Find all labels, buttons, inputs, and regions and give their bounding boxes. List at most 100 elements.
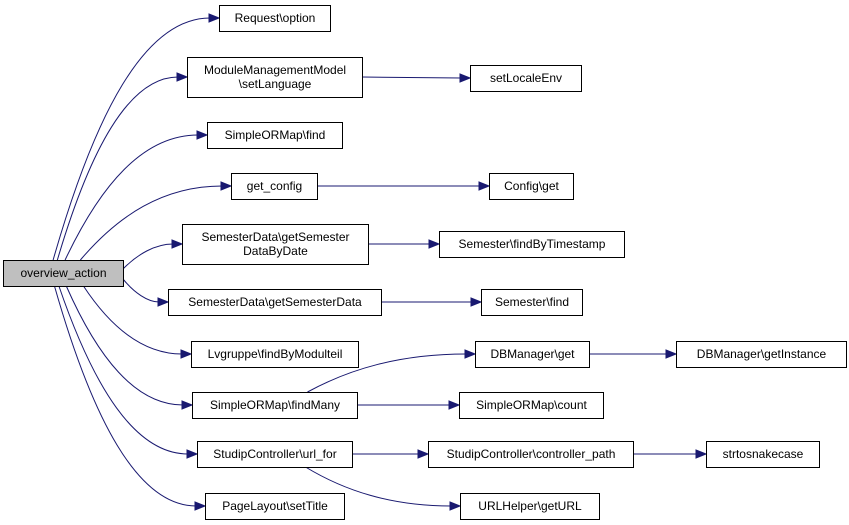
node-box (192, 392, 358, 419)
node-sc-url-for[interactable]: StudipController\url_for (197, 441, 353, 468)
node-strtosnakecase[interactable]: strtosnakecase (706, 441, 820, 468)
node-label: StudipController\url_for (213, 447, 336, 461)
node-dbmanager-getinstance[interactable]: DBManager\getInstance (676, 341, 847, 368)
edge-dbmanager-get-to-dbmanager-getinstance (589, 349, 678, 359)
edge-line (56, 76, 179, 261)
node-semester-find[interactable]: Semester\find (481, 289, 583, 316)
node-box (191, 341, 359, 368)
node-sc-controller-path[interactable]: StudipController\controller_path (428, 441, 634, 468)
edge-overview-action-to-sc-url-for (58, 285, 199, 459)
node-box (676, 341, 847, 368)
edge-overview-action-to-lvgruppe-findbymodulteil (83, 285, 193, 359)
node-overview-action[interactable]: overview_action (3, 260, 124, 287)
arrowhead-icon (196, 130, 209, 140)
arrowhead-icon (208, 13, 221, 23)
node-box (481, 289, 583, 316)
node-mmm-setlanguage[interactable]: ModuleManagementModel\setLanguage (187, 57, 363, 98)
node-sorm-count[interactable]: SimpleORMap\count (459, 392, 604, 419)
edge-sc-url-for-to-urlhelper-geturl (305, 466, 462, 511)
node-label: SimpleORMap\findMany (210, 398, 340, 412)
node-box (182, 224, 369, 265)
node-box (219, 5, 331, 32)
node-box (489, 173, 574, 200)
node-label: SemesterData\getSemester (201, 230, 349, 244)
edge-sorm-findmany-to-dbmanager-get (307, 349, 477, 393)
edge-line (122, 243, 174, 270)
node-label: SemesterData\getSemesterData (188, 295, 362, 309)
edge-line (64, 134, 199, 261)
node-label: setLocaleEnv (490, 71, 562, 85)
edge-overview-action-to-sd-getsemesterbydate (122, 239, 184, 270)
node-label: StudipController\controller_path (447, 447, 616, 461)
arrowhead-icon (194, 501, 207, 511)
edge-sorm-findmany-to-sorm-count (357, 400, 461, 410)
node-box (460, 493, 600, 520)
nodes-layer: overview_action Request\optionModuleManag… (3, 5, 847, 520)
node-label: PageLayout\setTitle (222, 499, 328, 513)
edge-line (305, 466, 452, 507)
node-request-option[interactable]: Request\option (219, 5, 331, 32)
arrowhead-icon (220, 181, 233, 191)
node-dbmanager-get[interactable]: DBManager\get (475, 341, 590, 368)
edge-line (52, 17, 211, 261)
arrowhead-icon (180, 349, 193, 359)
edge-line (65, 285, 184, 406)
node-config-get[interactable]: Config\get (489, 173, 574, 200)
edge-line (307, 353, 467, 393)
node-sd-getsemesterdata[interactable]: SemesterData\getSemesterData (168, 289, 382, 316)
node-urlhelper-geturl[interactable]: URLHelper\getURL (460, 493, 600, 520)
node-label: overview_action (20, 266, 106, 280)
node-label: SimpleORMap\count (476, 398, 587, 412)
node-box (207, 122, 343, 149)
edge-line (79, 185, 223, 261)
node-label: Config\get (504, 179, 559, 193)
node-label: Semester\findByTimestamp (459, 237, 606, 251)
node-get-config[interactable]: get_config (231, 173, 318, 200)
edges-layer (52, 13, 708, 511)
node-semester-findbytimestamp[interactable]: Semester\findByTimestamp (439, 231, 625, 258)
arrowhead-icon (449, 501, 462, 511)
arrowhead-icon (470, 297, 483, 307)
edge-sc-controller-path-to-strtosnakecase (633, 449, 708, 459)
node-label: \setLanguage (239, 77, 312, 91)
edge-overview-action-to-get-config (79, 181, 233, 261)
edge-line (83, 285, 183, 355)
edge-sd-getsemesterdata-to-semester-find (381, 297, 483, 307)
node-box (475, 341, 590, 368)
edge-overview-action-to-sorm-find (64, 130, 209, 261)
node-box (205, 493, 345, 520)
node-box (168, 289, 382, 316)
edge-overview-action-to-mmm-setlanguage (56, 72, 189, 261)
node-sorm-find[interactable]: SimpleORMap\find (207, 122, 343, 149)
node-label: get_config (247, 179, 302, 193)
arrowhead-icon (464, 349, 477, 359)
node-box (439, 231, 625, 258)
node-label: URLHelper\getURL (478, 499, 582, 513)
node-label: Semester\find (495, 295, 569, 309)
node-box (231, 173, 318, 200)
edge-line (361, 76, 462, 79)
arrowhead-icon (186, 449, 199, 459)
arrowhead-icon (181, 400, 194, 410)
node-box (428, 441, 634, 468)
node-label: DataByDate (243, 244, 308, 258)
node-lvgruppe-findbymodulteil[interactable]: Lvgruppe\findByModulteil (191, 341, 359, 368)
arrowhead-icon (665, 349, 678, 359)
edge-line (58, 285, 189, 455)
node-label: ModuleManagementModel (204, 63, 346, 77)
arrowhead-icon (459, 73, 472, 83)
arrowhead-icon (428, 239, 441, 249)
arrowhead-icon (478, 181, 491, 191)
edge-sc-url-for-to-sc-controller-path (352, 449, 430, 459)
arrowhead-icon (695, 449, 708, 459)
edge-get-config-to-config-get (317, 181, 491, 191)
node-box (706, 441, 820, 468)
node-sorm-findmany[interactable]: SimpleORMap\findMany (192, 392, 358, 419)
node-setlocaleenv[interactable]: setLocaleEnv (470, 65, 582, 92)
arrowhead-icon (448, 400, 461, 410)
node-box (197, 441, 353, 468)
node-label: Lvgruppe\findByModulteil (208, 347, 343, 361)
node-pagelayout-settitle[interactable]: PageLayout\setTitle (205, 493, 345, 520)
